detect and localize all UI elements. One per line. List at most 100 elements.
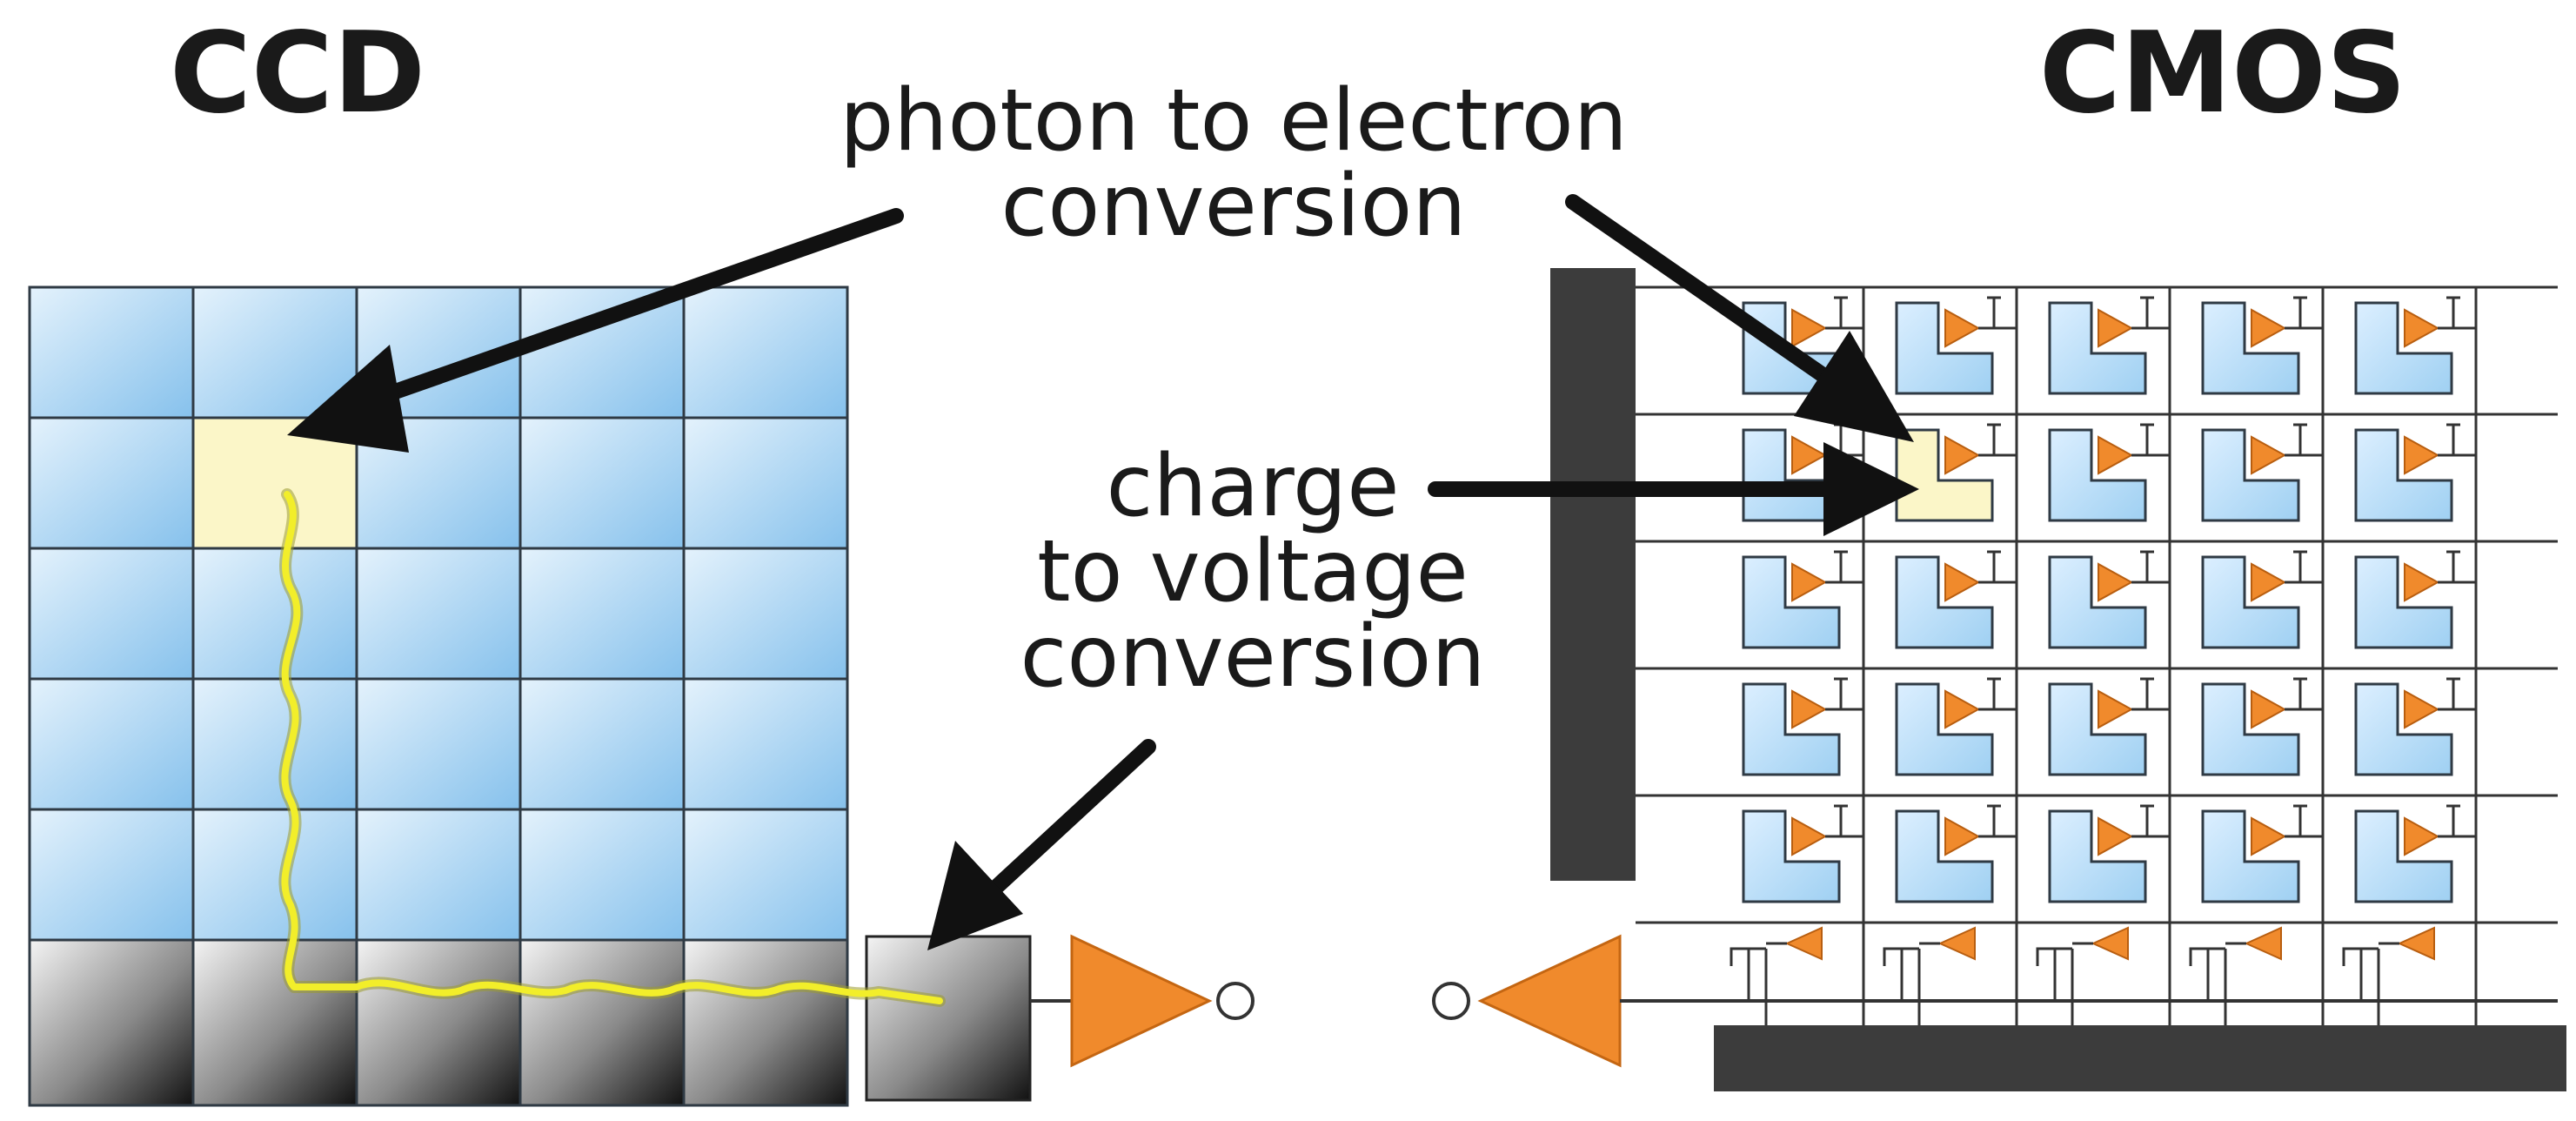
cmos-photodiode xyxy=(2354,301,2453,395)
cmos-transistor-wiring xyxy=(2131,677,2170,711)
cmos-transistor-wiring xyxy=(2438,423,2476,457)
cmos-pixel xyxy=(2048,550,2170,649)
ccd-pixel xyxy=(682,677,849,811)
cmos-transistor-wiring xyxy=(2438,550,2476,584)
ccd-pixel xyxy=(519,285,686,420)
ccd-pixel xyxy=(191,808,358,942)
cmos-transistor-wiring xyxy=(2285,550,2323,584)
cmos-pixel xyxy=(1742,677,1863,776)
cmos-transistor-wiring xyxy=(1825,550,1863,584)
cmos-pixel-amplifier-icon xyxy=(2251,562,2287,602)
ccd-readout-register-cell xyxy=(355,938,522,1107)
cmos-transistor-wiring xyxy=(1978,296,2017,330)
cmos-photodiode xyxy=(2201,555,2300,649)
ccd-readout-register-cell xyxy=(682,938,849,1107)
ccd-readout-register-cell xyxy=(191,938,358,1107)
ccd-pixel xyxy=(28,808,195,942)
cmos-photodiode xyxy=(1895,682,1994,776)
cmos-pixel-amplifier-icon xyxy=(1791,816,1828,856)
cmos-pixel-amplifier-icon xyxy=(2251,308,2287,348)
cmos-pixel-amplifier-icon xyxy=(1791,562,1828,602)
ccd-pixel xyxy=(682,416,849,550)
cmos-pixel-amplifier-icon xyxy=(2404,435,2440,475)
cmos-transistor-wiring xyxy=(1978,677,2017,711)
ccd-amplifier-output-icon xyxy=(1216,982,1255,1020)
ccd-readout-register-cell xyxy=(28,938,195,1107)
cmos-column-bus xyxy=(1714,1025,2566,1091)
cmos-transistor-wiring xyxy=(2285,423,2323,457)
arrow-charge-to-cmos xyxy=(1428,442,1919,536)
ccd-pixel xyxy=(519,547,686,681)
cmos-photodiode xyxy=(2201,301,2300,395)
cmos-pixel xyxy=(2048,677,2170,776)
cmos-pixel-amplifier-icon xyxy=(2098,816,2134,856)
cmos-pixel xyxy=(1895,296,2017,395)
ccd-title: CCD xyxy=(170,9,425,138)
ccd-pixel xyxy=(355,547,522,681)
cmos-pixel-amplifier-icon xyxy=(2404,689,2440,729)
cmos-column-amplifier xyxy=(2342,926,2435,1025)
cmos-photodiode xyxy=(2354,682,2453,776)
cmos-pixel xyxy=(2354,423,2476,522)
cmos-pixel xyxy=(2048,804,2170,903)
cmos-transistor-wiring xyxy=(2285,296,2323,330)
cmos-column-amplifier xyxy=(2189,926,2282,1025)
cmos-transistor-wiring xyxy=(1825,296,1863,330)
cmos-pixel xyxy=(2201,423,2323,522)
cmos-pixel-amplifier-icon xyxy=(2251,435,2287,475)
cmos-photodiode xyxy=(2201,428,2300,522)
cmos-pixel-amplifier-icon xyxy=(2404,308,2440,348)
cmos-transistor-wiring xyxy=(2438,804,2476,838)
cmos-column-transistor xyxy=(1730,947,1768,1025)
ccd-pixel xyxy=(191,285,358,420)
cmos-photodiode xyxy=(2201,682,2300,776)
arrow-photon-to-cmos xyxy=(1565,194,1914,442)
cmos-photodiode xyxy=(2201,809,2300,903)
cmos-transistor-wiring xyxy=(1825,677,1863,711)
ccd-pixel xyxy=(682,808,849,942)
cmos-photodiode xyxy=(2354,428,2453,522)
cmos-transistor-wiring xyxy=(1978,804,2017,838)
cmos-photodiode xyxy=(2048,301,2147,395)
ccd-pixel xyxy=(682,547,849,681)
cmos-transistor-wiring xyxy=(2131,296,2170,330)
cmos-column-amplifier-icon xyxy=(1784,926,1823,961)
ccd-pixel xyxy=(191,677,358,811)
charge-label-line2: to voltage xyxy=(1037,522,1469,621)
cmos-photodiode xyxy=(2048,428,2147,522)
cmos-column-transistor xyxy=(2036,947,2074,1025)
cmos-pixel-amplifier-icon xyxy=(2098,435,2134,475)
cmos-transistor-wiring xyxy=(1825,804,1863,838)
cmos-pixel-amplifier-icon xyxy=(1791,689,1828,729)
cmos-column-amplifier xyxy=(1883,926,1976,1025)
cmos-title: CMOS xyxy=(2039,9,2406,138)
cmos-column-transistor xyxy=(2342,947,2380,1025)
cmos-column-transistor xyxy=(2189,947,2227,1025)
cmos-transistor-wiring xyxy=(1978,550,2017,584)
cmos-pixel-amplifier-icon xyxy=(2251,689,2287,729)
cmos-pixel xyxy=(2048,296,2170,395)
cmos-column-amplifier xyxy=(1730,926,1823,1025)
ccd-pixel-array xyxy=(28,285,849,1107)
ccd-pixel xyxy=(355,808,522,942)
cmos-pixel-amplifier-icon xyxy=(2098,689,2134,729)
cmos-pixel-amplifier-icon xyxy=(1944,435,1981,475)
cmos-pixel-amplifier-icon xyxy=(1791,308,1828,348)
cmos-pixel xyxy=(2354,296,2476,395)
ccd-pixel xyxy=(191,547,358,681)
ccd-readout-register-cell xyxy=(519,938,686,1107)
charge-label-line1: charge xyxy=(1106,437,1399,536)
cmos-pixel-amplifier-icon xyxy=(2404,816,2440,856)
ccd-pixel xyxy=(519,808,686,942)
electron-transfer-path-highlight xyxy=(281,491,943,1004)
cmos-pixel-amplifier-icon xyxy=(2251,816,2287,856)
cmos-pixel xyxy=(2354,804,2476,903)
cmos-photodiode xyxy=(1742,682,1841,776)
cmos-row-select-bus xyxy=(1550,268,1636,881)
cmos-pixel-amplifier-icon xyxy=(1944,562,1981,602)
arrow-photon-to-ccd xyxy=(287,208,904,453)
ccd-pixel xyxy=(682,285,849,420)
cmos-column-amplifier xyxy=(2036,926,2129,1025)
photon-label-line1: photon to electron xyxy=(840,71,1628,171)
photon-label-line2: conversion xyxy=(1001,157,1467,256)
